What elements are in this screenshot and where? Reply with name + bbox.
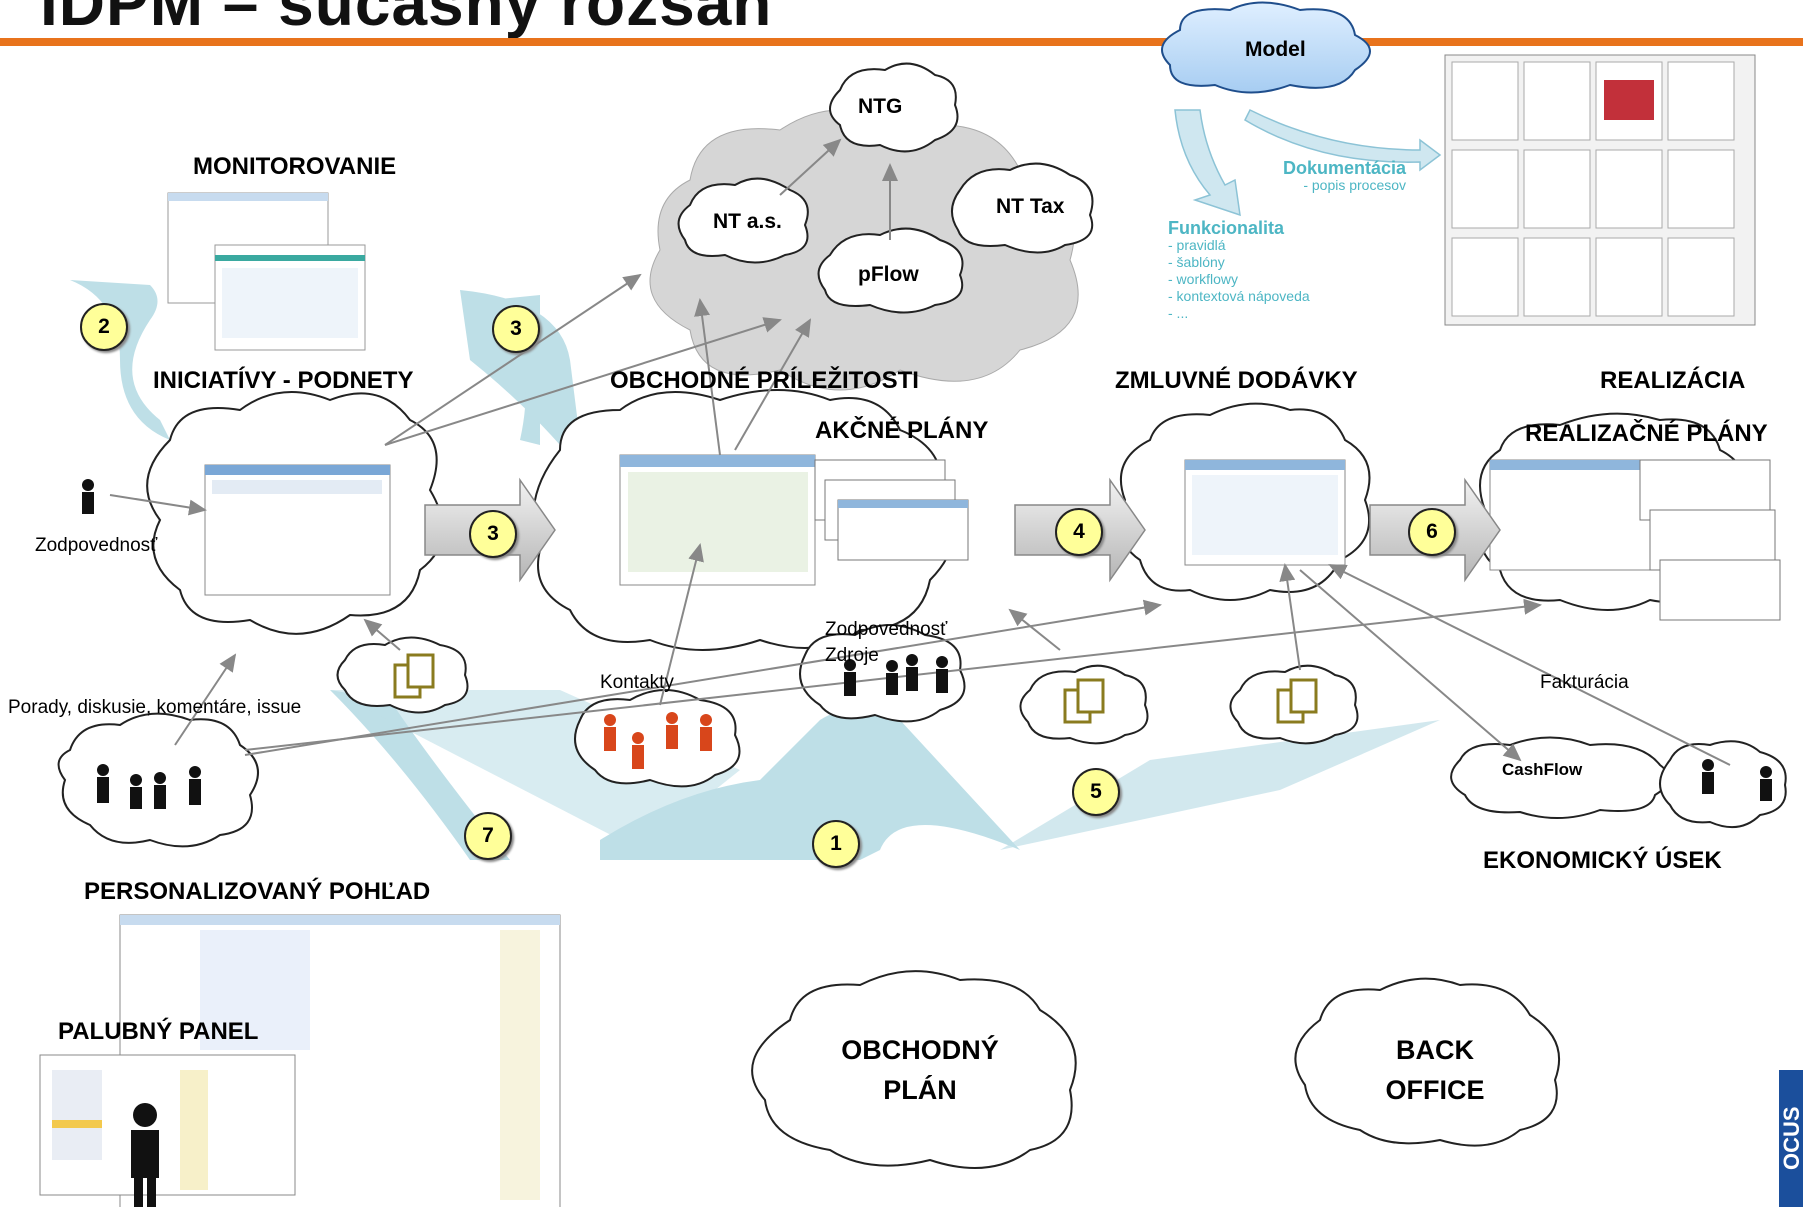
ntg-cloud [829, 62, 959, 153]
beam-2 [70, 280, 170, 440]
model-label: Model [1245, 38, 1306, 61]
title-underline [0, 38, 1803, 46]
beam-1 [600, 710, 1020, 860]
functionality-item: - kontextová nápoveda [1168, 288, 1310, 304]
resources-cloud [799, 624, 966, 723]
badge-3-top: 3 [492, 305, 540, 353]
ntg-label: NTG [858, 95, 903, 118]
thumb-initiatives [204, 464, 391, 596]
model-arrows [1174, 108, 1442, 217]
section-monitoring: MONITOROVANIE [193, 153, 397, 180]
thumb-opportunities [619, 454, 816, 586]
badge-5: 5 [1072, 768, 1120, 816]
contacts-cloud [574, 689, 741, 788]
section-realization: REALIZÁCIA [1600, 367, 1746, 394]
dashboard-person [131, 1103, 159, 1207]
person-responsibility [82, 479, 94, 514]
cashflow-label: CashFlow [1502, 760, 1583, 779]
thumb-contracts [1184, 459, 1346, 566]
badge-1: 1 [812, 820, 860, 868]
contacts-people [604, 712, 712, 769]
functionality-title: Funkcionalita [1168, 218, 1285, 238]
document-icons [393, 653, 1318, 724]
section-initiatives: INICIATÍVY - PODNETY [153, 367, 414, 394]
meetings-label: Porady, diskusie, komentáre, issue [8, 697, 302, 718]
functionality-item: - ... [1168, 305, 1189, 321]
resources-people [844, 654, 948, 696]
slide-title: IDPM – súčasný rozsah [40, 0, 773, 39]
people-icons [82, 479, 1772, 1207]
badge-2: 2 [80, 303, 128, 351]
thumbnails [39, 54, 1781, 1207]
economic-cloud [1659, 740, 1787, 829]
badge-7: 7 [464, 812, 512, 860]
invoicing-label: Fakturácia [1540, 672, 1629, 693]
nt-as-label: NT a.s. [713, 210, 782, 233]
badge-3-arrow: 3 [469, 510, 517, 558]
business-plan-cloud [751, 970, 1077, 1169]
responsibility-label: Zodpovednosť [35, 535, 158, 556]
functionality-item: - workflowy [1168, 271, 1239, 287]
section-realization-plans: REALIZAČNÉ PLÁNY [1525, 420, 1768, 447]
nt-as-cloud [677, 177, 809, 264]
beam-3 [460, 290, 580, 445]
documentation-title: Dokumentácia [1283, 158, 1407, 178]
thumb-action-plans [814, 459, 969, 561]
economic-people [1702, 759, 1772, 801]
functionality-item: - šablóny [1168, 254, 1225, 270]
responsibility-resources-label: Zodpovednosť Zdroje [825, 619, 948, 666]
contacts-label: Kontakty [600, 672, 674, 693]
documentation-subtitle: - popis procesov [1303, 177, 1407, 193]
connectors [109, 138, 1731, 766]
nt-tax-label: NT Tax [996, 195, 1065, 218]
nt-tax-cloud [951, 162, 1094, 254]
pflow-cloud [817, 227, 964, 314]
badge-4: 4 [1055, 508, 1103, 556]
section-economic-dept: EKONOMICKÝ ÚSEK [1483, 847, 1722, 874]
doc-icon-contracts [1276, 678, 1318, 724]
model-cloud [1161, 1, 1371, 94]
section-opportunities: OBCHODNÉ PRÍLEŽITOSTI [610, 367, 919, 394]
back-office-label: BACK OFFICE [1385, 1035, 1485, 1105]
section-personalized-view: PERSONALIZOVANÝ POHĽAD [84, 878, 431, 905]
thumb-dashboard [39, 1054, 296, 1196]
section-action-plans: AKČNÉ PLÁNY [815, 417, 989, 444]
thumb-realization [1489, 459, 1781, 621]
company-logo: OCUS [1779, 1070, 1803, 1207]
functionality-note: Funkcionalita - pravidlá - šablóny - wor… [1168, 218, 1310, 322]
beam-7 [330, 690, 510, 860]
business-plan-label: OBCHODNÝ PLÁN [841, 1035, 999, 1105]
funkcionalita-arrow [1174, 109, 1241, 217]
back-office-cloud [1294, 977, 1561, 1147]
meetings-people [97, 764, 201, 809]
doc-icon-5 [1063, 678, 1105, 724]
section-contract-deliveries: ZMLUVNÉ DODÁVKY [1115, 367, 1358, 394]
badge-6: 6 [1408, 508, 1456, 556]
doc-icon-1 [393, 653, 435, 699]
thumb-documentation [1444, 54, 1756, 326]
thumb-monitoring [167, 192, 366, 351]
documentation-note: Dokumentácia - popis procesov [1283, 158, 1407, 194]
pflow-label: pFlow [858, 263, 919, 286]
beam-5 [1000, 720, 1440, 850]
functionality-item: - pravidlá [1168, 237, 1226, 253]
section-dashboard: PALUBNÝ PANEL [58, 1018, 259, 1045]
dokumentacia-arrow [1244, 108, 1442, 172]
